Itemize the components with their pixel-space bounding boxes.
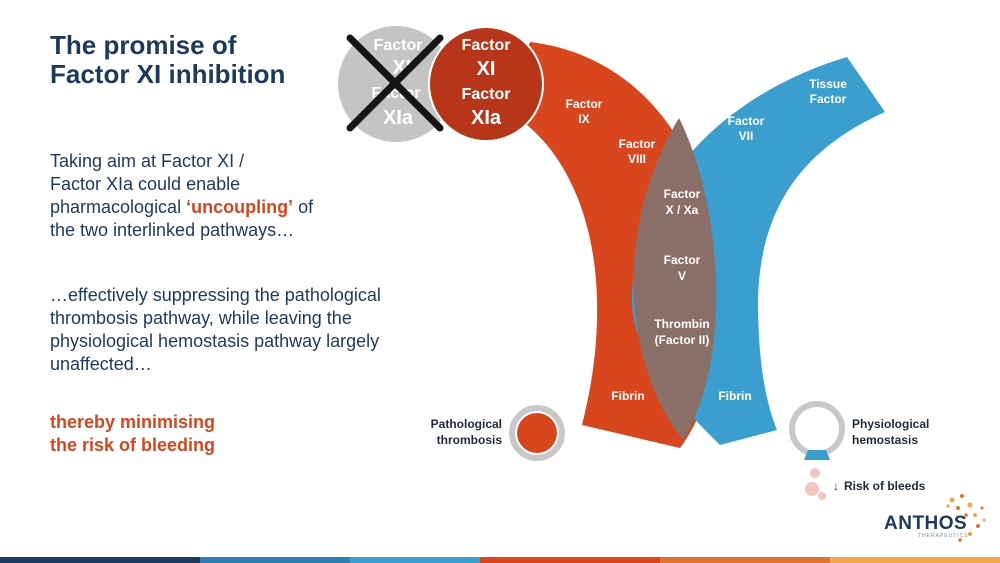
p3-line-1: thereby minimising	[50, 412, 216, 432]
uncoupling-highlight: ‘uncoupling’	[186, 197, 294, 217]
p1-line-2: Factor XIa could enable	[50, 174, 241, 194]
factor-x-symbol: X / Xa	[666, 203, 699, 217]
factor-ix-word: Factor	[566, 97, 603, 111]
crossed-factor-xi-circle: Factor XI Factor XIa	[338, 26, 454, 142]
p2-line-3: physiological hemostasis pathway largely	[50, 331, 380, 351]
p1-line-4: the two interlinked pathways…	[50, 220, 295, 240]
open-vessel-icon	[789, 401, 845, 460]
crossed-factor-xia: XIa	[383, 107, 414, 129]
anthos-logo-subtitle: THERAPEUTICS	[918, 533, 969, 539]
fibrin-hemostasis: Fibrin	[718, 389, 751, 403]
p2-line-4: unaffected…	[50, 354, 152, 374]
title-line-2: Factor XI inhibition	[50, 59, 286, 89]
effect-paragraph: …effectively suppressing the pathologica…	[50, 284, 381, 376]
thrombin-line-2: (Factor II)	[655, 333, 710, 347]
slide-title: The promise of Factor XI inhibition	[50, 31, 285, 89]
p1-line-3-post: of	[293, 197, 314, 217]
fibrin-thrombosis: Fibrin	[611, 389, 644, 403]
p1-line-1: Taking aim at Factor XI /	[50, 151, 245, 171]
active-factor-word-top: Factor	[462, 37, 511, 54]
common-pathway-overlap	[633, 118, 717, 440]
pathological-line-2: thrombosis	[437, 433, 503, 447]
factor-ix-symbol: IX	[578, 112, 589, 126]
p1-line-3: pharmacological ‘uncoupling’ of	[50, 196, 313, 219]
p3-line-2: the risk of bleeding	[50, 435, 216, 455]
factor-viii-word: Factor	[619, 137, 656, 151]
blood-drops-icon	[805, 468, 826, 500]
intro-paragraph: Taking aim at Factor XI / Factor XIa cou…	[50, 150, 313, 242]
thrombin-line-1: Thrombin	[654, 317, 709, 331]
factor-v-symbol: V	[678, 269, 686, 283]
p2-line-2: thrombosis pathway, while leaving the	[50, 308, 352, 328]
pathological-line-1: Pathological	[431, 417, 502, 431]
logo-dots-icon	[946, 494, 986, 542]
physiological-line-1: Physiological	[852, 417, 929, 431]
footer-segment	[830, 557, 1000, 563]
risk-arrow-icon: ↓	[833, 479, 839, 493]
footer-color-bar	[0, 557, 1000, 563]
tissue-factor-line-2: Factor	[810, 92, 847, 106]
factor-v-word: Factor	[664, 253, 701, 267]
title-line-1: The promise of	[50, 30, 237, 60]
physiological-line-2: hemostasis	[852, 433, 918, 447]
factor-vii-word: Factor	[728, 114, 765, 128]
active-factor-xia: XIa	[471, 107, 502, 129]
conclusion-paragraph: thereby minimising the risk of bleeding	[50, 411, 215, 457]
factor-viii-symbol: VIII	[628, 152, 646, 166]
anthos-logo: ANTHOS	[884, 513, 968, 534]
footer-segment	[0, 557, 200, 563]
p1-line-3-pre: pharmacological	[50, 197, 187, 217]
footer-segment	[350, 557, 480, 563]
factor-x-word: Factor	[664, 187, 701, 201]
footer-segment	[660, 557, 830, 563]
active-factor-xi-circle: Factor XI Factor XIa	[428, 26, 544, 142]
tissue-factor-line-1: Tissue	[809, 77, 847, 91]
active-factor-word-bottom: Factor	[462, 86, 511, 103]
crossed-factor-word-top: Factor	[374, 37, 423, 54]
footer-segment	[480, 557, 660, 563]
p2-line-1: …effectively suppressing the pathologica…	[50, 285, 381, 305]
occluded-vessel-icon	[509, 405, 565, 461]
risk-of-bleeds-label: Risk of bleeds	[844, 479, 926, 493]
cross-out-x-icon	[346, 34, 444, 132]
factor-vii-symbol: VII	[739, 129, 754, 143]
footer-segment	[200, 557, 350, 563]
active-factor-xi: XI	[477, 58, 496, 80]
